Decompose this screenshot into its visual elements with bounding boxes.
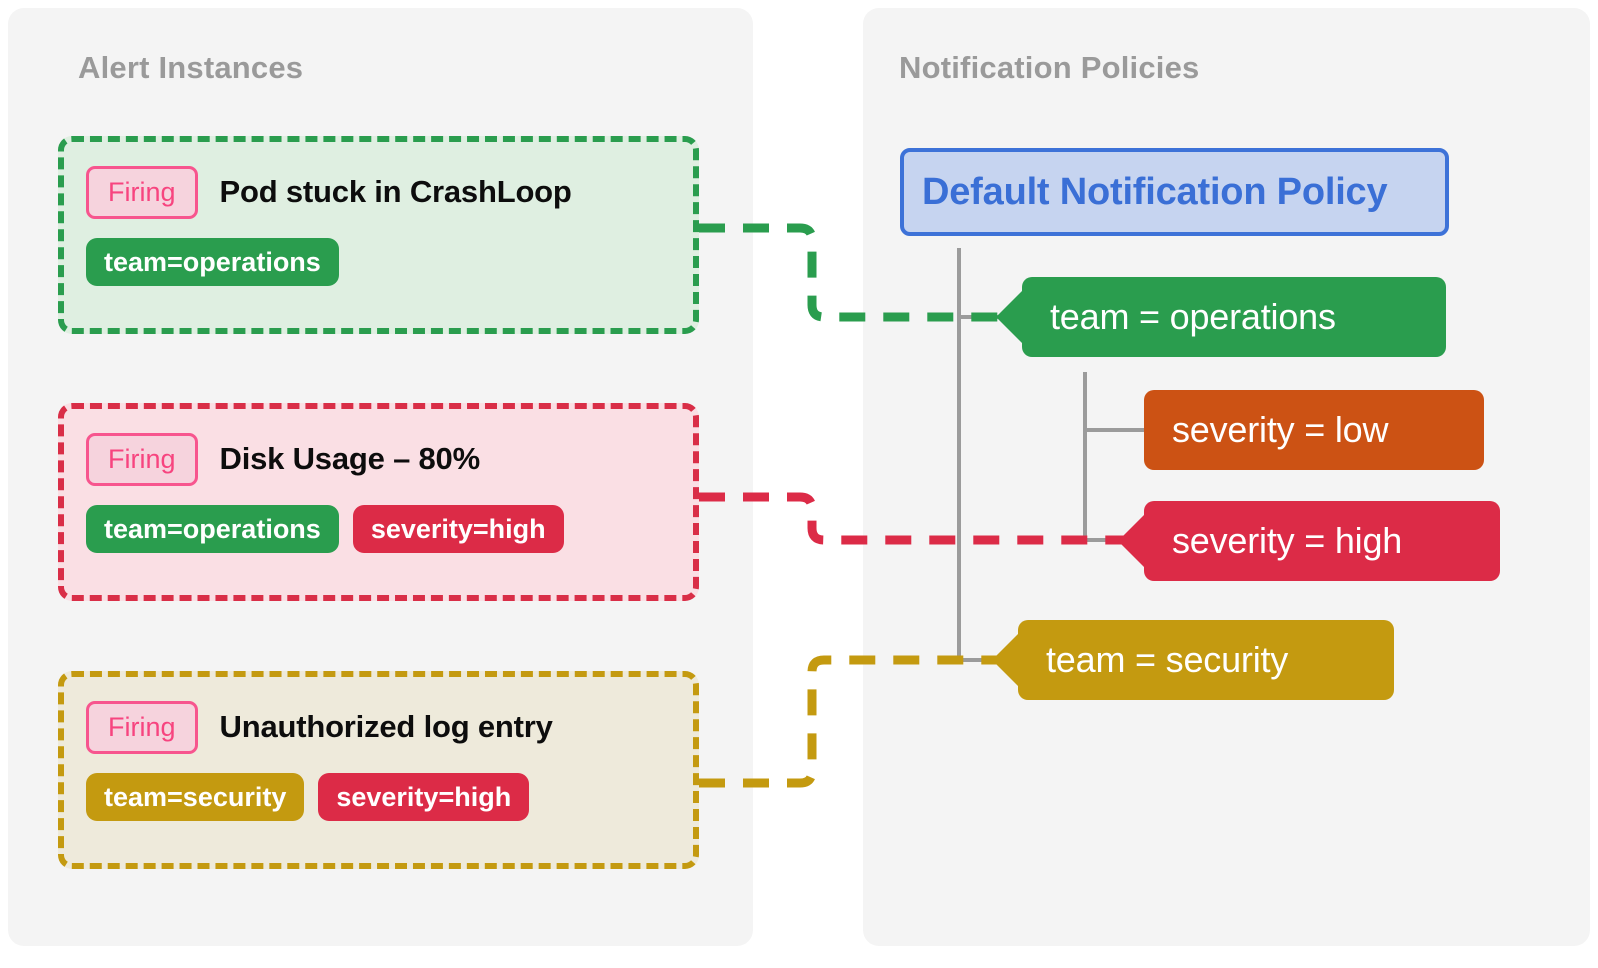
policy-node-default-label: Default Notification Policy xyxy=(922,170,1388,213)
policy-matcher-team-security[interactable]: team = security xyxy=(1018,620,1394,700)
alert-title: Disk Usage – 80% xyxy=(219,441,481,476)
alert-label-severity: severity=high xyxy=(352,505,564,554)
alert-card-unauthorized-log[interactable]: Firing Unauthorized log entry team=secur… xyxy=(58,671,699,869)
alert-label-list: team=operations xyxy=(86,238,671,287)
policy-node-default[interactable]: Default Notification Policy xyxy=(900,148,1449,236)
alert-label-team: team=operations xyxy=(86,505,339,554)
notification-policies-title: Notification Policies xyxy=(899,50,1200,85)
policy-matcher-severity-high[interactable]: severity = high xyxy=(1144,501,1500,581)
alert-card-header: Firing Unauthorized log entry xyxy=(86,695,671,759)
policy-matcher-severity-low[interactable]: severity = low xyxy=(1144,390,1484,470)
alert-label-team: team=security xyxy=(86,773,305,822)
status-badge-firing: Firing xyxy=(86,432,198,486)
alert-card-header: Firing Pod stuck in CrashLoop xyxy=(86,160,671,224)
alert-label-list: team=operations severity=high xyxy=(86,505,671,554)
policy-matcher-team-operations[interactable]: team = operations xyxy=(1022,277,1446,357)
alert-card-header: Firing Disk Usage – 80% xyxy=(86,427,671,491)
alert-label-team: team=operations xyxy=(86,238,339,287)
alert-title: Unauthorized log entry xyxy=(219,709,553,744)
policy-matcher-label: severity = low xyxy=(1172,409,1389,450)
status-badge-firing: Firing xyxy=(86,700,198,754)
policy-matcher-label: team = operations xyxy=(1050,296,1336,337)
alert-label-severity: severity=high xyxy=(318,773,530,822)
alert-card-disk-usage[interactable]: Firing Disk Usage – 80% team=operations … xyxy=(58,403,699,601)
alert-instances-title: Alert Instances xyxy=(78,50,304,85)
alert-label-list: team=security severity=high xyxy=(86,773,671,822)
policy-matcher-label: severity = high xyxy=(1172,520,1403,561)
status-badge-firing: Firing xyxy=(86,165,198,219)
alert-card-pod-crashloop[interactable]: Firing Pod stuck in CrashLoop team=opera… xyxy=(58,136,699,334)
alert-title: Pod stuck in CrashLoop xyxy=(219,174,572,209)
policy-matcher-label: team = security xyxy=(1046,639,1289,680)
